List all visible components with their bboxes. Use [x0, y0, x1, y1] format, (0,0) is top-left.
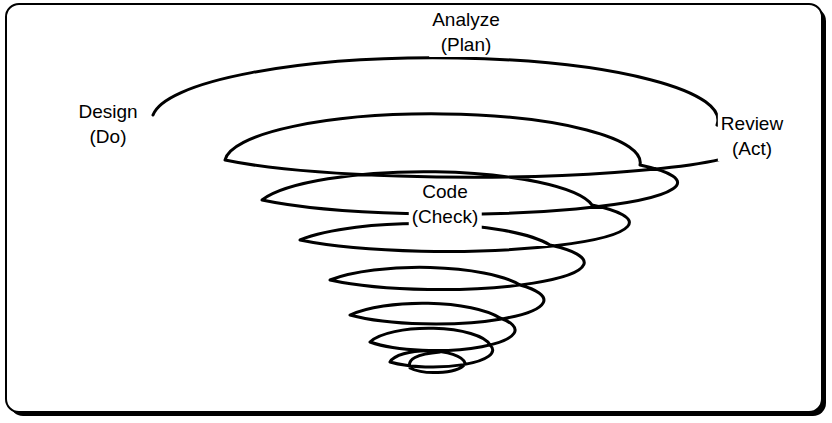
- phase-label: Review (Act): [718, 112, 786, 161]
- phase-label: Analyze (Plan): [429, 8, 503, 57]
- spiral-line: [153, 58, 756, 373]
- phase-label: Code (Check): [409, 180, 482, 229]
- frame-border: [6, 4, 822, 412]
- phase-label: Design (Do): [75, 100, 140, 149]
